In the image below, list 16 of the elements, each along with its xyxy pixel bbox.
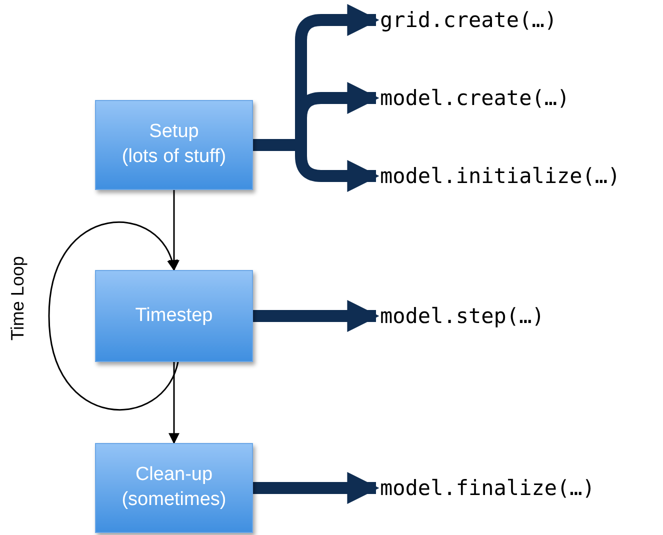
arrow xyxy=(168,362,180,444)
node-label: Clean-up (sometimes) xyxy=(122,463,226,512)
code-label: model.finalize(…) xyxy=(380,476,595,500)
loop-arrow xyxy=(48,222,179,410)
node-label: Setup (lots of stuff) xyxy=(122,120,226,169)
arrow xyxy=(253,300,380,332)
code-label: grid.create(…) xyxy=(380,8,558,32)
arrow xyxy=(253,472,380,504)
process-box xyxy=(95,270,253,362)
process-box xyxy=(95,100,253,190)
arrow xyxy=(168,190,180,272)
code-label: model.create(…) xyxy=(380,86,570,110)
node-label: Timestep xyxy=(135,304,213,328)
code-label: model.step(…) xyxy=(380,304,544,328)
code-label: model.initialize(…) xyxy=(380,164,620,188)
process-box xyxy=(95,443,253,533)
